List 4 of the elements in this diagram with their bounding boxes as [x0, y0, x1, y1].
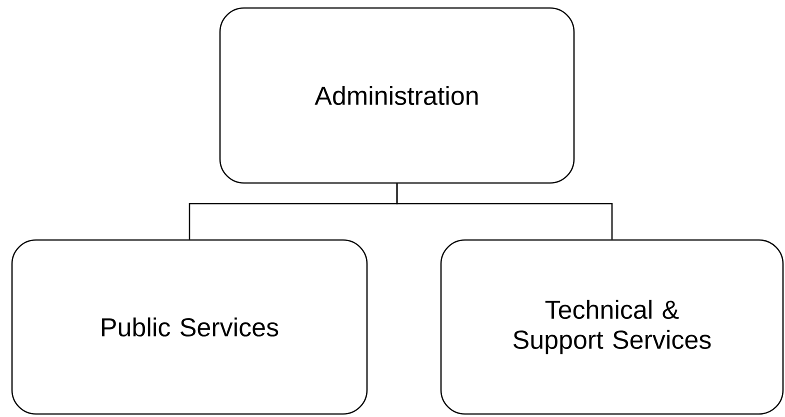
process-box: Technical & Support Services [440, 239, 784, 415]
connector-line [396, 184, 613, 240]
process-box: Administration [219, 7, 575, 184]
process-box: Public Services [11, 239, 368, 415]
